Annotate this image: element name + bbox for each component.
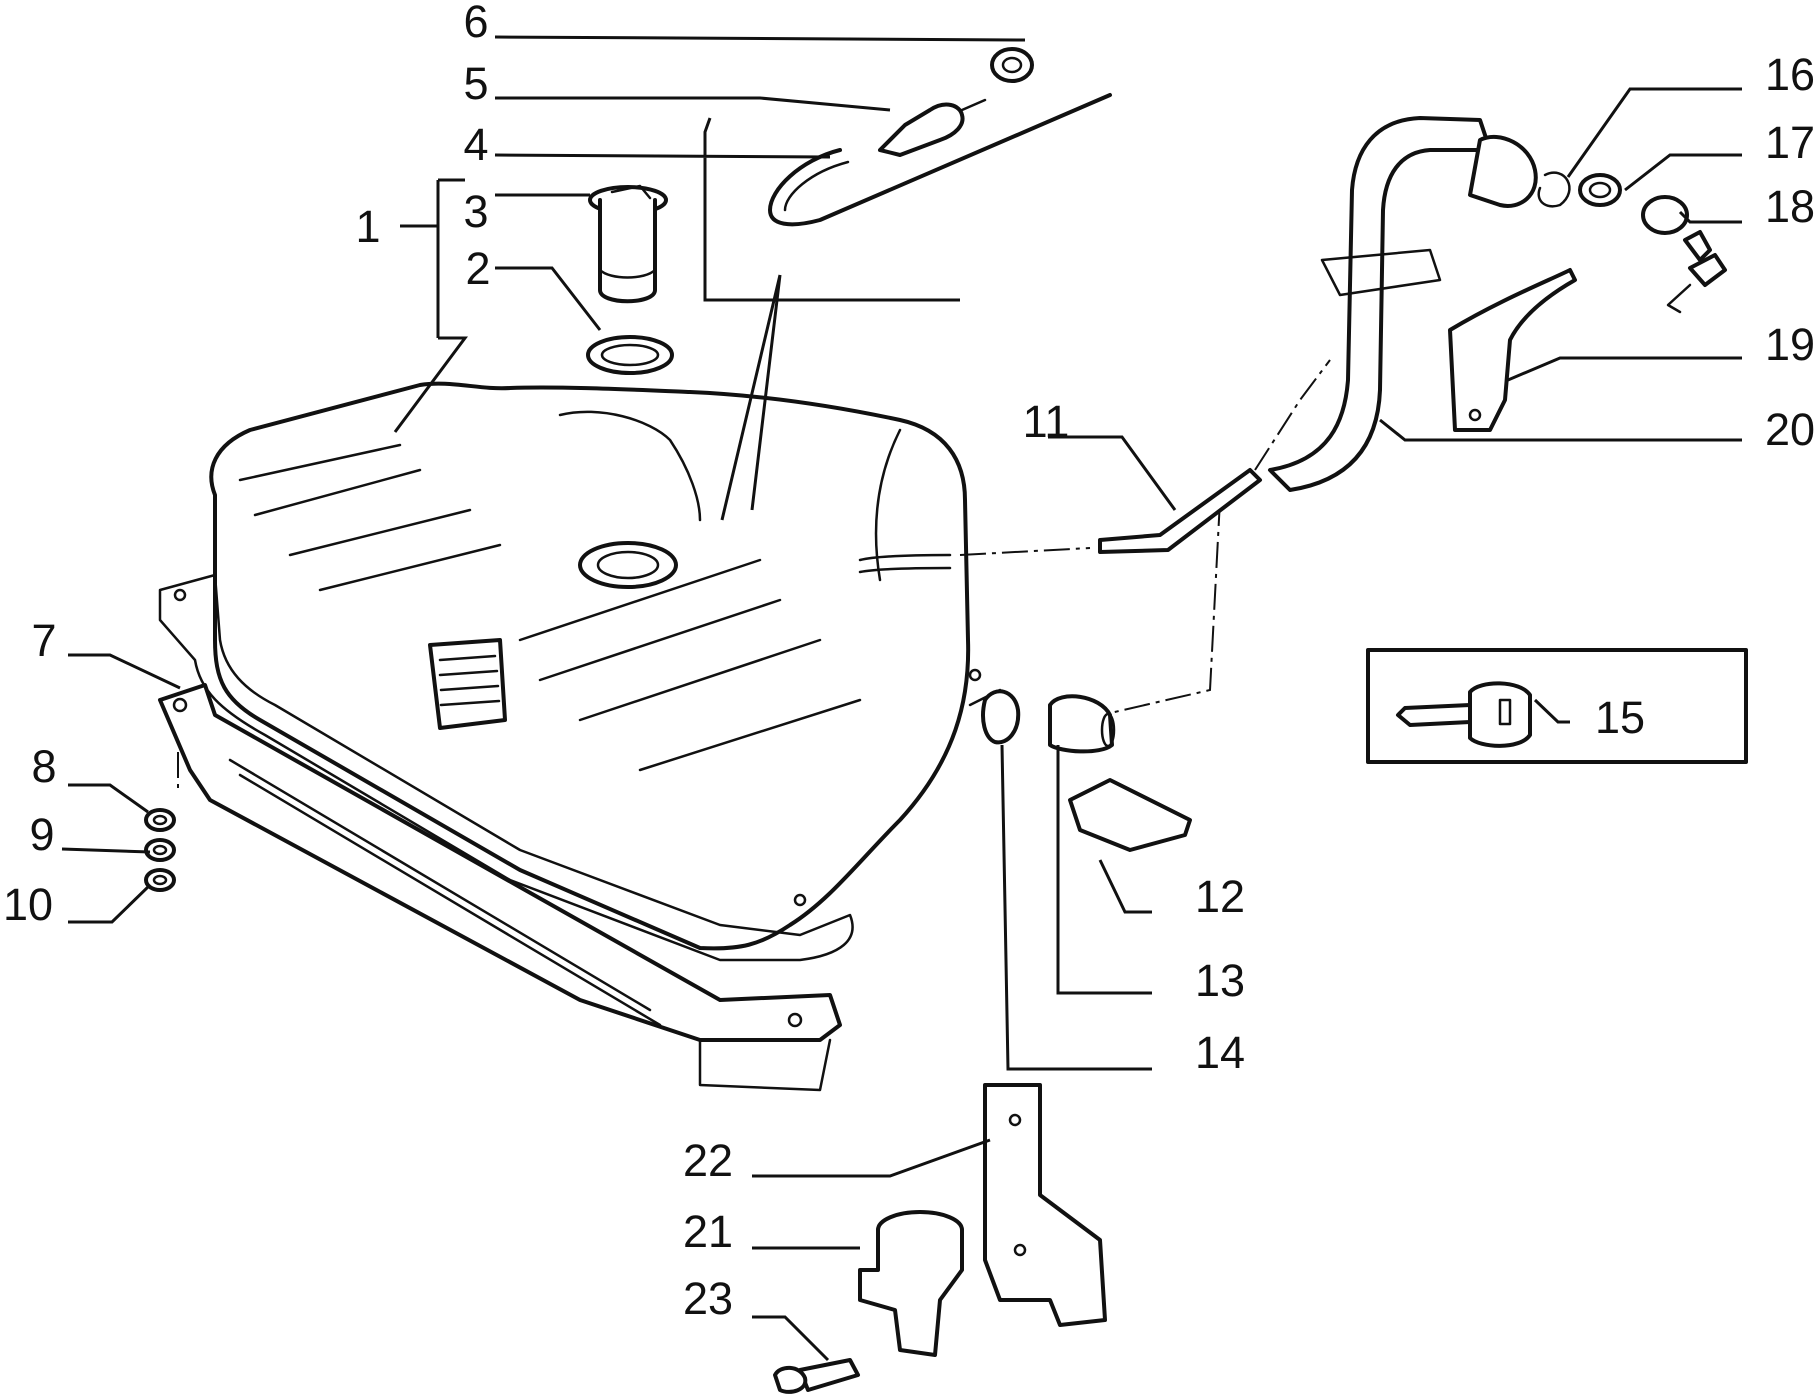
callout-part-7: 7	[31, 615, 181, 690]
part-label-1: 1	[355, 201, 380, 252]
part-label-6: 6	[463, 0, 488, 47]
callout-part-21: 21	[683, 1206, 860, 1257]
filler-neck-drawing	[1079, 116, 1538, 721]
callout-part-5: 5	[463, 58, 891, 112]
part-label-2: 2	[465, 243, 490, 294]
washers-drawing	[144, 752, 179, 892]
solenoid-valve-drawing	[773, 1210, 964, 1394]
part-label-10: 10	[3, 879, 53, 930]
callout-part-15: 15	[1533, 692, 1645, 743]
vent-hose-drawing	[959, 359, 1331, 556]
fuel-cap-assembly-drawing	[1537, 171, 1727, 314]
mounting-bracket-drawing	[983, 1083, 1107, 1327]
callout-part-16: 16	[1566, 49, 1815, 178]
part-label-14: 14	[1195, 1027, 1245, 1078]
part-label-22: 22	[683, 1135, 733, 1186]
part-label-11: 11	[1023, 396, 1070, 447]
callout-part-2: 2	[465, 243, 602, 331]
part-label-13: 13	[1195, 955, 1245, 1006]
callout-part-13: 13	[1056, 745, 1245, 1006]
part-label-21: 21	[683, 1206, 733, 1257]
callout-part-20: 20	[1379, 404, 1815, 455]
filler-bracket-drawing	[1448, 268, 1577, 432]
part-label-16: 16	[1765, 49, 1815, 100]
callout-part-4: 4	[463, 117, 960, 521]
callout-part-9: 9	[29, 809, 151, 860]
part-label-9: 9	[29, 809, 54, 860]
callout-part-23: 23	[683, 1273, 830, 1362]
part-label-20: 20	[1765, 404, 1815, 455]
callout-part-3: 3	[463, 186, 590, 237]
spare-key-inset-drawing	[1366, 648, 1748, 764]
part-label-18: 18	[1765, 181, 1815, 232]
part-label-19: 19	[1765, 319, 1815, 370]
tank-support-strap-drawing	[158, 683, 842, 1092]
callout-part-14: 14	[1000, 744, 1245, 1078]
callout-part-6: 6	[463, 0, 1026, 47]
part-label-5: 5	[463, 58, 488, 109]
part-label-23: 23	[683, 1273, 733, 1324]
part-label-7: 7	[31, 615, 56, 666]
part-label-4: 4	[463, 119, 488, 170]
callout-part-17: 17	[1624, 117, 1815, 192]
callout-part-19: 19	[1507, 319, 1815, 382]
callout-part-11: 11	[1023, 396, 1177, 511]
callout-part-8: 8	[31, 741, 149, 814]
callout-part-12: 12	[1098, 859, 1245, 922]
fuel-sender-unit-drawing	[586, 184, 674, 375]
part-label-3: 3	[463, 186, 488, 237]
fuel-tank-drawing	[158, 381, 982, 962]
callout-part-18: 18	[1678, 181, 1815, 232]
part-label-15: 15	[1595, 692, 1645, 743]
callout-part-10: 10	[3, 879, 152, 930]
part-label-12: 12	[1195, 871, 1245, 922]
breather-hose-drawing	[768, 47, 1112, 227]
part-label-17: 17	[1765, 117, 1815, 168]
grommet-clip-cover-drawing	[968, 688, 1192, 852]
part-label-8: 8	[31, 741, 56, 792]
callout-part-1: 1	[355, 178, 468, 433]
callout-part-22: 22	[683, 1135, 991, 1186]
